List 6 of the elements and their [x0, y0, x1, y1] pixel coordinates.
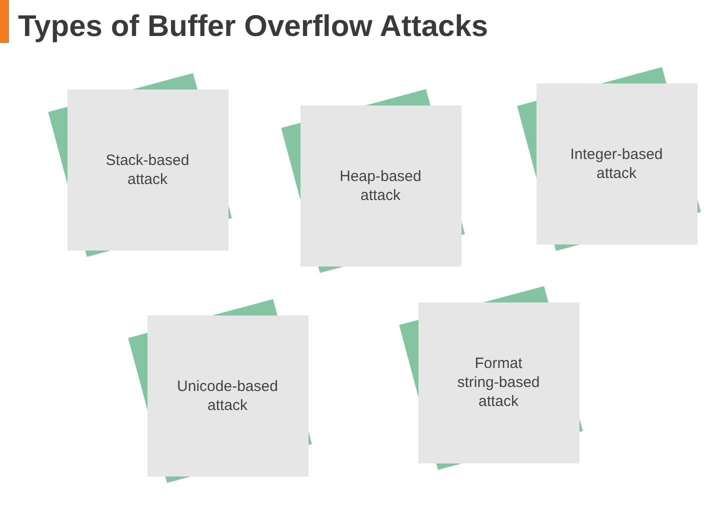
card-label: Heap-based attack	[338, 166, 422, 204]
card-label: Stack-based attack	[104, 150, 190, 188]
card-label: Unicode-based attack	[176, 376, 279, 414]
title: Types of Buffer Overflow Attacks	[18, 9, 488, 45]
card-label: Format string-based attack	[456, 354, 541, 411]
card-label: Integer-based attack	[569, 144, 664, 182]
